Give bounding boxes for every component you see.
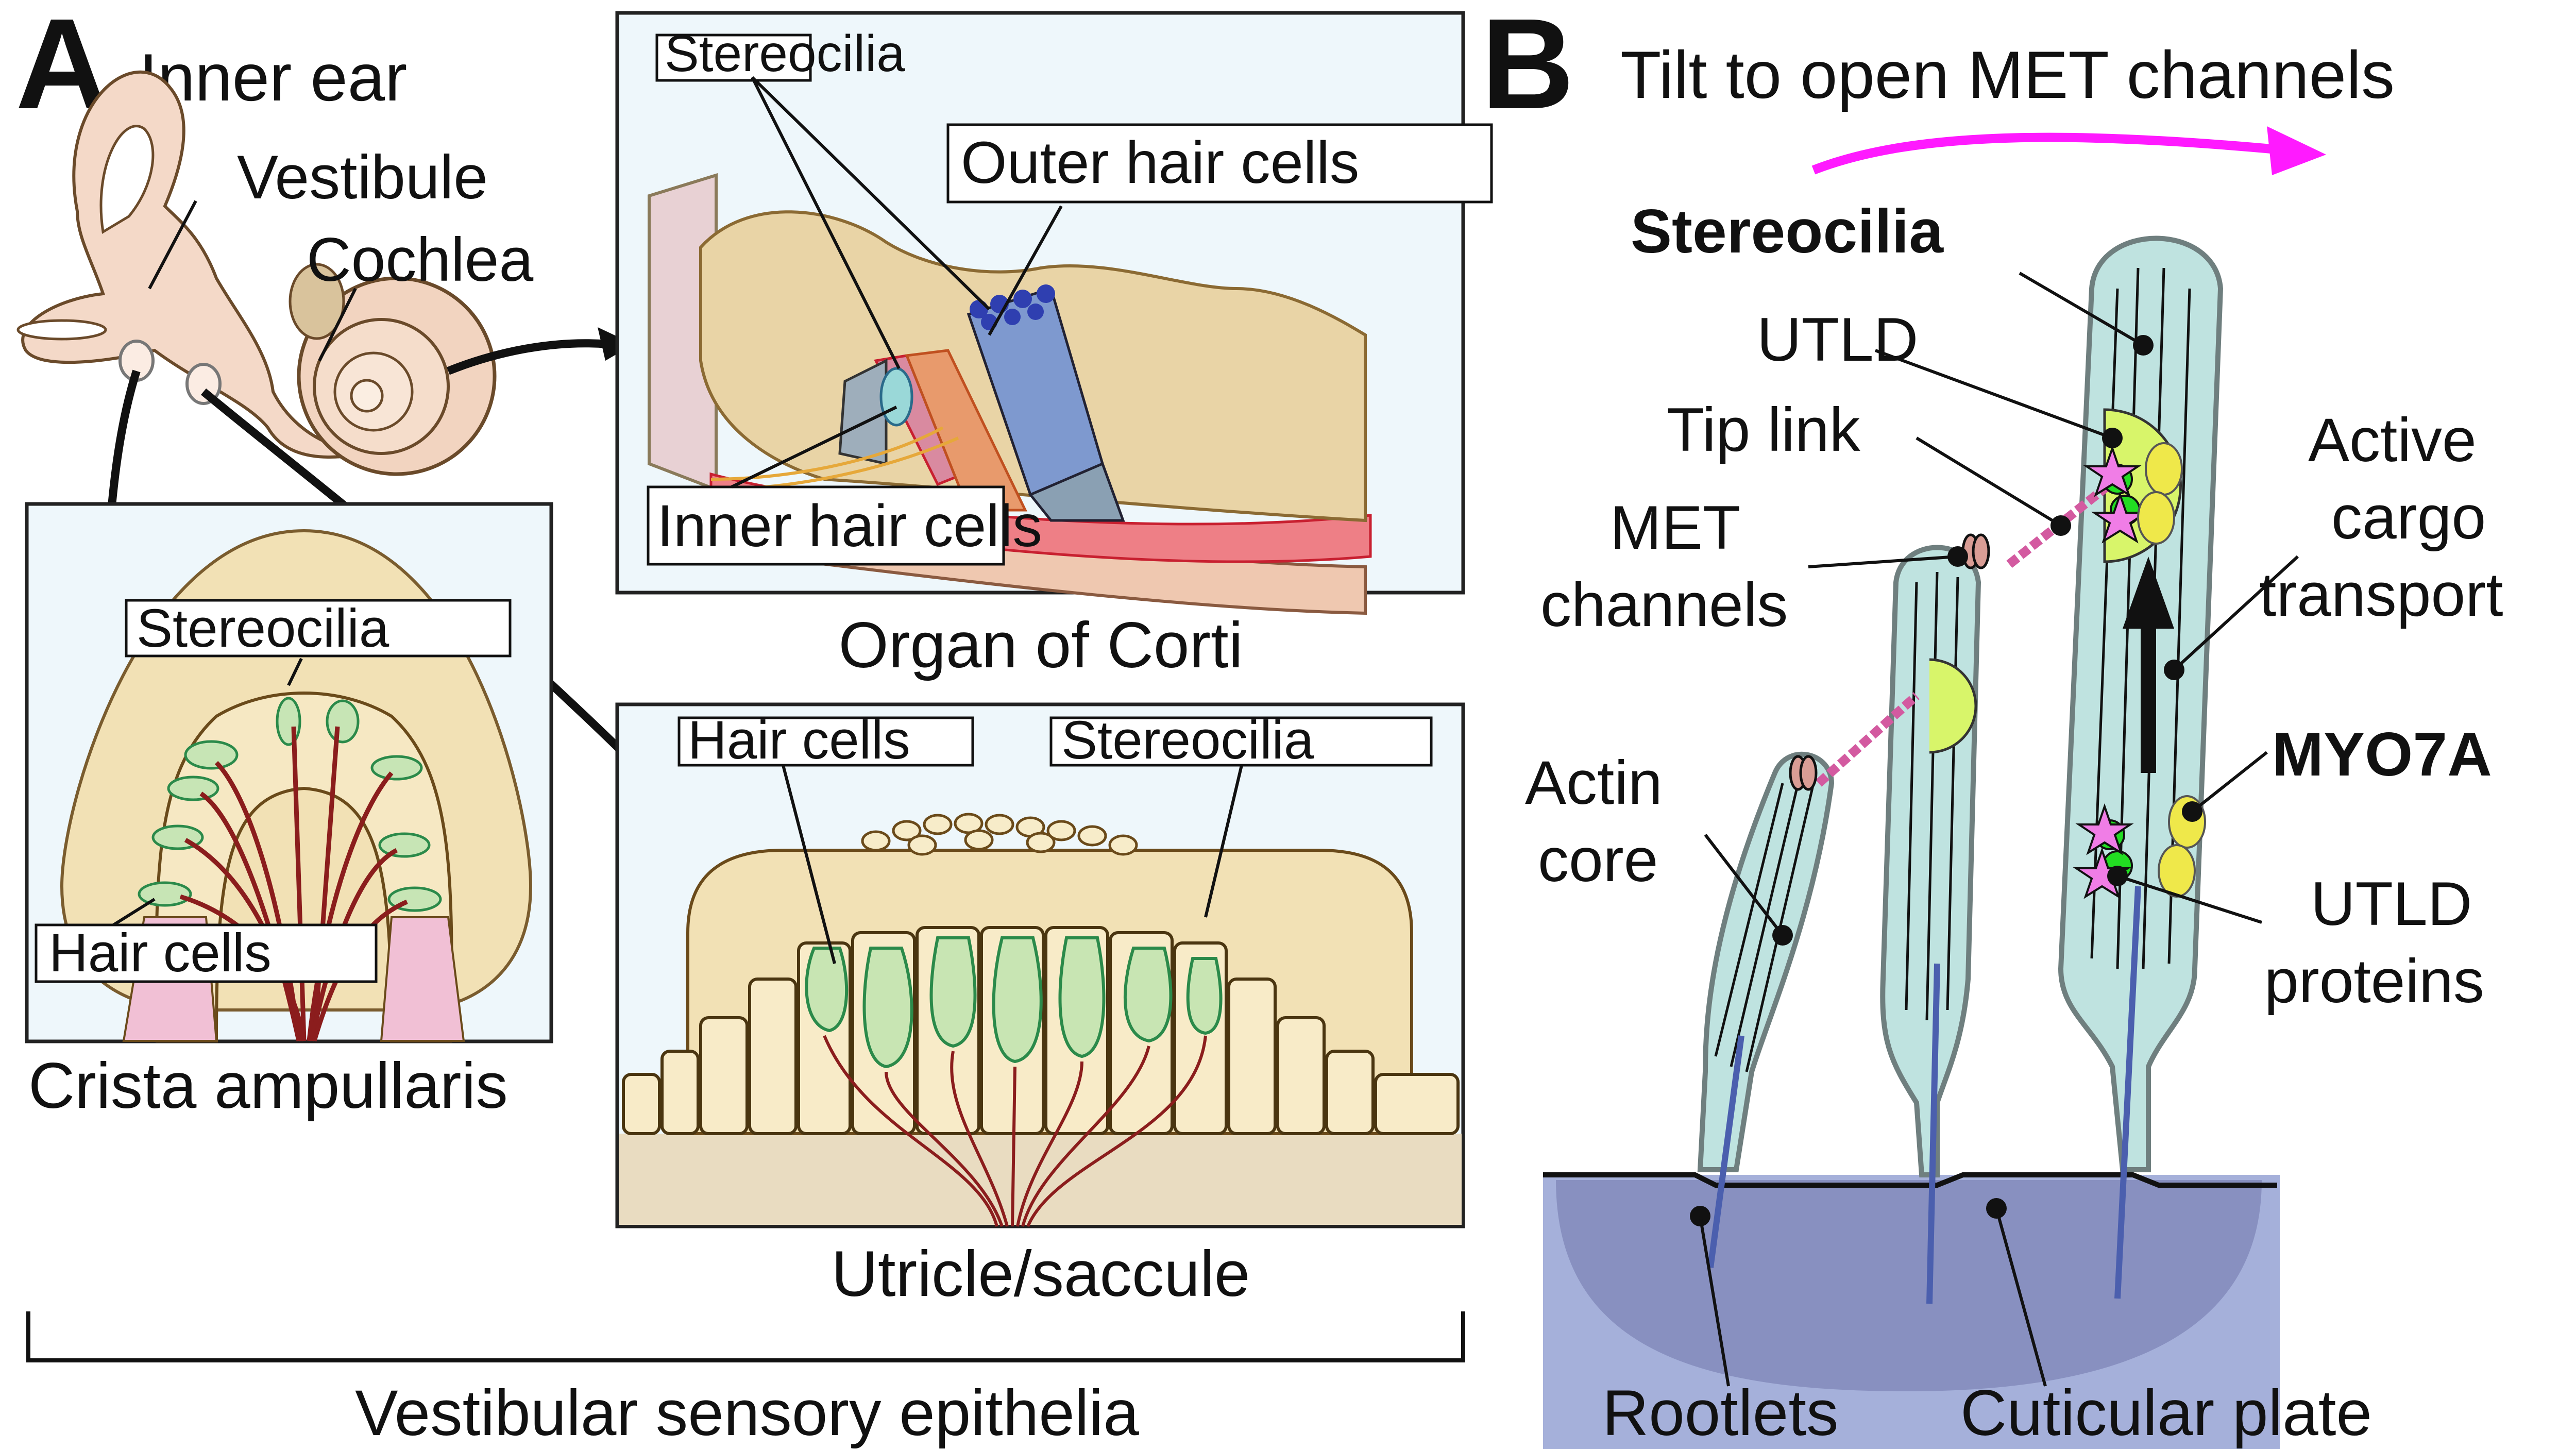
label-rootlets: Rootlets <box>1602 1377 1839 1449</box>
label-stereocilia-b: Stereocilia <box>1631 197 1944 266</box>
crista-stereocilia-label: Stereocilia <box>137 598 389 659</box>
cuticular-plate-core <box>1556 1180 2262 1391</box>
utricle-stereocilia-label-box <box>1049 716 1433 767</box>
label-actin-2: core <box>1538 825 1658 895</box>
label-cochlea: Cochlea <box>307 225 534 294</box>
crista-hair-cells-label: Hair cells <box>49 923 272 983</box>
corti-stereocilia-label: Stereocilia <box>665 25 905 82</box>
cargo-transport-arrow <box>2123 557 2174 773</box>
tip-link-lower <box>1815 692 1920 787</box>
corti-stereocilia-label-box <box>655 33 812 82</box>
tilt-arrow <box>1811 132 2278 175</box>
met-channel-lower <box>1789 755 1818 791</box>
label-met-2: channels <box>1540 570 1788 639</box>
corti-outer-hair-cells-label: Outer hair cells <box>961 130 1359 196</box>
met-channel-upper <box>1961 533 1990 569</box>
label-utld: UTLD <box>1757 305 1918 374</box>
utricle-hair-cells-label-box <box>677 716 974 767</box>
panel-b-title: Tilt to open MET channels <box>1620 37 2395 112</box>
label-utld-proteins-1: UTLD <box>2311 869 2472 938</box>
crista-stereocilia-label-box <box>125 599 512 658</box>
label-active-1: Active <box>2308 406 2477 475</box>
crista-caption: Crista ampullaris <box>28 1050 508 1122</box>
label-actin-1: Actin <box>1525 748 1663 817</box>
utld-complex-upper <box>2083 442 2183 545</box>
corti-outer-hair-cells-label-box <box>946 123 1493 204</box>
label-cuticular-plate: Cuticular plate <box>1960 1377 2372 1449</box>
organ-of-corti-caption: Organ of Corti <box>838 610 1243 681</box>
panel-b-letter: B <box>1481 0 1574 136</box>
vestibular-bracket <box>26 1311 1465 1362</box>
label-tip-link: Tip link <box>1667 395 1861 464</box>
label-met-1: MET <box>1610 493 1740 562</box>
utricle-caption: Utricle/saccule <box>832 1238 1250 1310</box>
corti-inner-hair-cells-label: Inner hair cells <box>657 493 1042 559</box>
bracket-label: Vestibular sensory epithelia <box>355 1377 1139 1449</box>
crista-hair-cells-label-box <box>35 923 378 983</box>
label-myo7a: MYO7A <box>2272 720 2492 789</box>
label-vestibule: Vestibule <box>237 143 488 212</box>
apical-membrane <box>1543 1172 2277 1188</box>
stereocilium-tall <box>2058 235 2224 1299</box>
utricle-hair-cells-label: Hair cells <box>688 710 910 770</box>
label-active-2: cargo <box>2331 483 2486 552</box>
label-active-3: transport <box>2259 560 2503 629</box>
utricle-stereocilia-label: Stereocilia <box>1061 710 1314 770</box>
arrow-to-corti <box>447 339 608 375</box>
inner-ear-illustration <box>16 70 497 476</box>
utricle-illustration <box>619 813 1462 1227</box>
panel-a-title: Inner ear <box>139 40 407 115</box>
label-utld-proteins-2: proteins <box>2264 947 2484 1016</box>
corti-inner-hair-cells-label-box <box>647 485 1005 566</box>
stereocilium-short <box>1697 751 1835 1268</box>
